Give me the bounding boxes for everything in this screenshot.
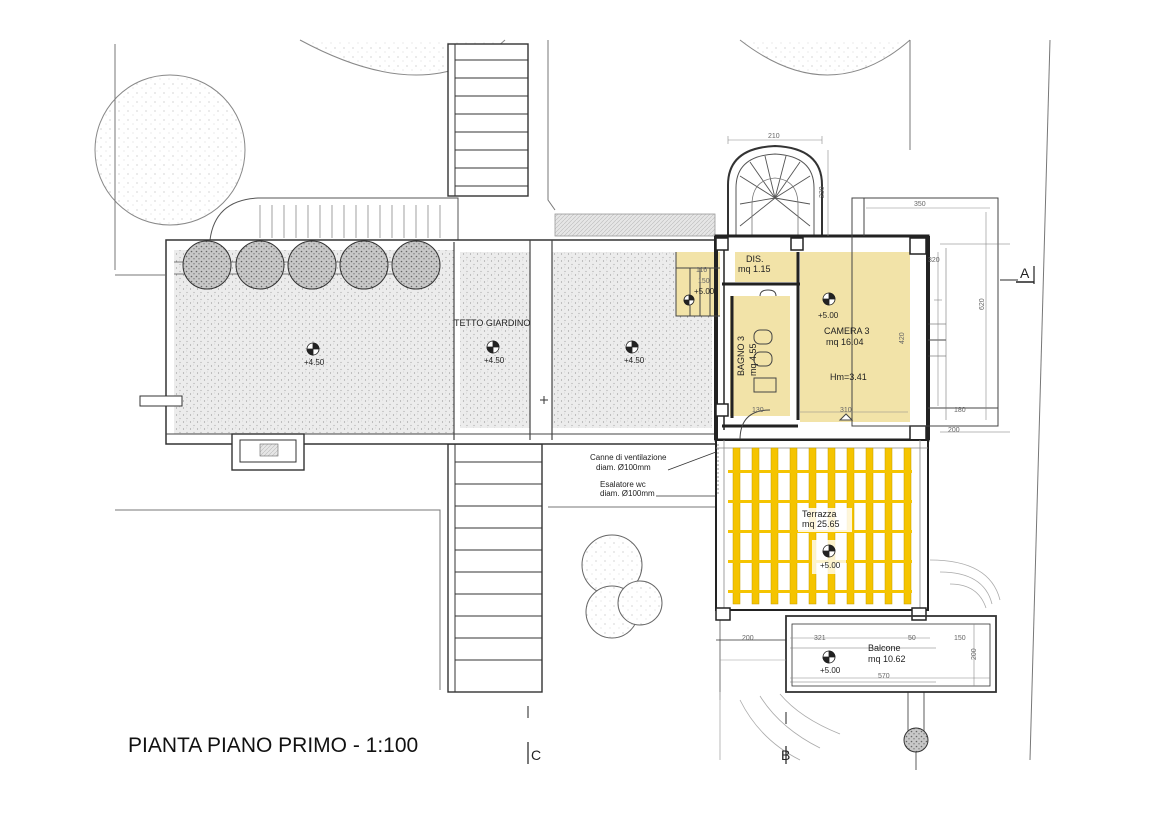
plan-title: PIANTA PIANO PRIMO - 1:100 (128, 734, 418, 757)
spiral-stair (727, 144, 823, 236)
dim-350: 350 (914, 201, 926, 208)
label-camera-area: mq 16.04 (826, 337, 864, 347)
elevation-stair: +5.00 (694, 287, 715, 296)
label-terrazza: Terrazza (802, 509, 837, 519)
balcony (716, 559, 1001, 770)
upper-railing (209, 197, 716, 241)
label-balcone: Balcone (868, 643, 901, 653)
dim-420: 420 (899, 332, 906, 344)
elevation-marker-roof-1 (306, 342, 320, 356)
section-marks: A B C (527, 265, 1035, 764)
label-camera: CAMERA 3 (824, 326, 870, 336)
vent-lines (656, 444, 719, 497)
label-esalatore-1: Esalatore wc (600, 480, 646, 489)
dim-50: 50 (908, 635, 916, 642)
lower-stair (447, 443, 543, 693)
elevation-roof-3: +4.50 (624, 356, 645, 365)
elevation-terrazza: +5.00 (820, 561, 841, 570)
dim-116: 116 (696, 267, 707, 274)
section-mark-c: C (531, 747, 541, 763)
dim-310: 310 (840, 407, 852, 414)
elevation-marker-terrazza (822, 544, 836, 558)
dimension-labels: 210 230 350 320 420 620 180 200 200 321 … (696, 133, 986, 680)
dim-200: 200 (948, 427, 960, 434)
dim-180: 180 (954, 407, 966, 414)
label-canne-1: Canne di ventilazione (590, 453, 667, 462)
dim-321: 321 (814, 635, 826, 642)
label-bagno-area: mq 4.55 (748, 343, 758, 376)
dim-320: 320 (928, 257, 940, 264)
elevation-marker-roof-3 (625, 340, 639, 354)
elevation-camera: +5.00 (818, 311, 839, 320)
elevation-roof-2: +4.50 (484, 356, 505, 365)
label-canne-2: diam. Ø100mm (596, 463, 651, 472)
room-labels: TETTO GIARDINO +4.50 +4.50 +4.50 +5.00 D… (304, 254, 906, 675)
elevation-markers (306, 292, 836, 664)
upper-stair (447, 43, 529, 197)
dim-150: 150 (954, 635, 966, 642)
dim-210: 210 (768, 133, 780, 140)
section-mark-a: A (1020, 265, 1030, 281)
elevation-marker-roof-2 (486, 340, 500, 354)
dim-150b: 150 (698, 278, 710, 285)
roof-shrubs (182, 240, 441, 290)
label-terrazza-area: mq 25.65 (802, 519, 840, 529)
dim-620: 620 (979, 298, 986, 310)
label-dis-area: mq 1.15 (738, 264, 771, 274)
dim-200-balcony: 200 (742, 635, 754, 642)
dimension-lines (727, 136, 990, 686)
highlighted-rooms (676, 252, 910, 422)
elevation-marker-stair (683, 294, 695, 306)
label-bagno: BAGNO 3 (736, 336, 746, 376)
site-lines (114, 39, 1051, 761)
label-tetto-giardino: TETTO GIARDINO (454, 318, 530, 328)
terrace (715, 439, 929, 621)
label-esalatore-2: diam. Ø100mm (600, 489, 655, 498)
right-projection (851, 197, 1018, 433)
dim-130: 130 (752, 407, 764, 414)
elevation-balcone: +5.00 (820, 666, 841, 675)
dim-570: 570 (878, 673, 890, 680)
elevation-roof-1: +4.50 (304, 358, 325, 367)
elevation-marker-balcone (822, 650, 836, 664)
label-camera-height: Hm=3.41 (830, 372, 867, 382)
label-balcone-area: mq 10.62 (868, 654, 906, 664)
elevation-marker-camera (822, 292, 836, 306)
building-details (675, 237, 946, 441)
dim-230: 230 (819, 186, 826, 198)
label-dis: DIS. (746, 254, 764, 264)
dim-200-side: 200 (971, 648, 978, 660)
